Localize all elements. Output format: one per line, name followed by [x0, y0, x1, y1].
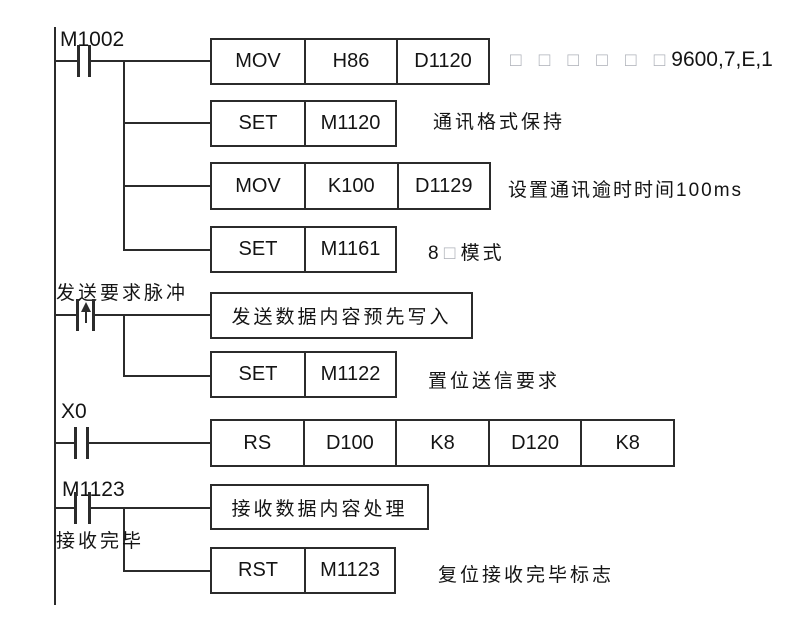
power-rail — [54, 27, 56, 605]
missing-glyph-box: □ — [443, 243, 456, 264]
operand-cell: K100 — [304, 164, 397, 208]
contact-label-send-request-pulse: 发送要求脉冲 — [56, 283, 189, 304]
wire — [123, 249, 210, 251]
opcode-cell: SET — [238, 112, 278, 134]
branch-wire — [123, 314, 125, 377]
operand-cell: D120 — [487, 421, 581, 465]
contact-m1123-icon — [88, 492, 91, 524]
wire — [89, 442, 210, 444]
comment-timeout: 设置通讯逾时时间100ms — [508, 180, 744, 201]
wire — [123, 122, 210, 124]
opcode-cell: MOV — [235, 50, 281, 72]
opcode-cell: MOV — [235, 174, 281, 197]
branch-wire — [123, 60, 125, 251]
operand-cell: K8 — [395, 421, 488, 465]
missing-glyph-boxes: □ □ □ □ □ □ — [510, 50, 672, 71]
contact-label-m1123: M1123 — [62, 478, 125, 501]
contact-sublabel-receive-complete: 接收完毕 — [56, 531, 145, 552]
contact-m1123-icon — [74, 492, 77, 524]
opcode-cell: SET — [238, 363, 278, 385]
rising-edge-arrow-icon — [80, 302, 92, 323]
instruction-box-send-data-prewrite: 发送数据内容预先写入 — [210, 292, 473, 339]
wire — [123, 570, 210, 572]
mode-suffix: 模式 — [460, 243, 505, 264]
contact-x0-icon — [74, 427, 77, 459]
instruction-box-set-m1120: SET M1120 — [210, 100, 397, 147]
wire — [56, 60, 77, 62]
pulse-contact-icon — [92, 299, 95, 331]
operand-cell: D100 — [302, 421, 396, 465]
function-cell: 发送数据内容预先写入 — [231, 307, 452, 328]
contact-m1002-icon — [77, 45, 80, 77]
operand-cell: M1122 — [304, 353, 395, 396]
operand-cell: M1120 — [304, 102, 395, 145]
operand-cell: D1129 — [396, 164, 490, 208]
operand-cell: M1161 — [304, 228, 395, 271]
instruction-box-receive-data-process: 接收数据内容处理 — [210, 484, 429, 530]
opcode-cell: RST — [238, 559, 278, 581]
operand-cell: K8 — [580, 421, 673, 465]
pulse-contact-icon — [76, 299, 79, 331]
comment-8bit-mode: 8 □ 模式 — [428, 238, 505, 265]
opcode-cell: SET — [238, 238, 278, 260]
function-cell: 接收数据内容处理 — [231, 498, 408, 520]
instruction-box-mov-k100: MOV K100 D1129 — [210, 162, 491, 210]
contact-label-x0: X0 — [61, 400, 87, 423]
branch-wire — [123, 507, 125, 572]
wire — [56, 442, 74, 444]
wire — [123, 185, 210, 187]
instruction-box-set-m1161: SET M1161 — [210, 226, 397, 273]
wire — [123, 375, 210, 377]
contact-m1002-icon — [88, 45, 91, 77]
opcode-cell: RS — [243, 431, 272, 454]
wire — [56, 507, 74, 509]
comment-reset-receive-flag: 复位接收完毕标志 — [438, 565, 615, 586]
baud-text: 9600,7,E,1 — [671, 48, 773, 71]
instruction-box-set-m1122: SET M1122 — [210, 351, 397, 398]
comment-format-hold: 通讯格式保持 — [433, 112, 566, 133]
mode-prefix: 8 — [428, 243, 439, 264]
operand-cell: M1123 — [304, 549, 394, 592]
wire — [91, 60, 210, 62]
comment-set-send-request: 置位送信要求 — [428, 371, 561, 392]
operand-cell: D1120 — [396, 40, 488, 83]
contact-label-m1002: M1002 — [60, 28, 125, 51]
wire — [56, 314, 76, 316]
operand-cell: H86 — [304, 40, 396, 83]
contact-x0-icon — [86, 427, 89, 459]
wire — [95, 314, 210, 316]
instruction-box-rs: RS D100 K8 D120 K8 — [210, 419, 675, 467]
comment-baud-rate: □ □ □ □ □ □9600,7,E,1 — [510, 48, 773, 72]
wire — [91, 507, 210, 509]
instruction-box-rst-m1123: RST M1123 — [210, 547, 396, 594]
instruction-box-mov-h86: MOV H86 D1120 — [210, 38, 490, 85]
